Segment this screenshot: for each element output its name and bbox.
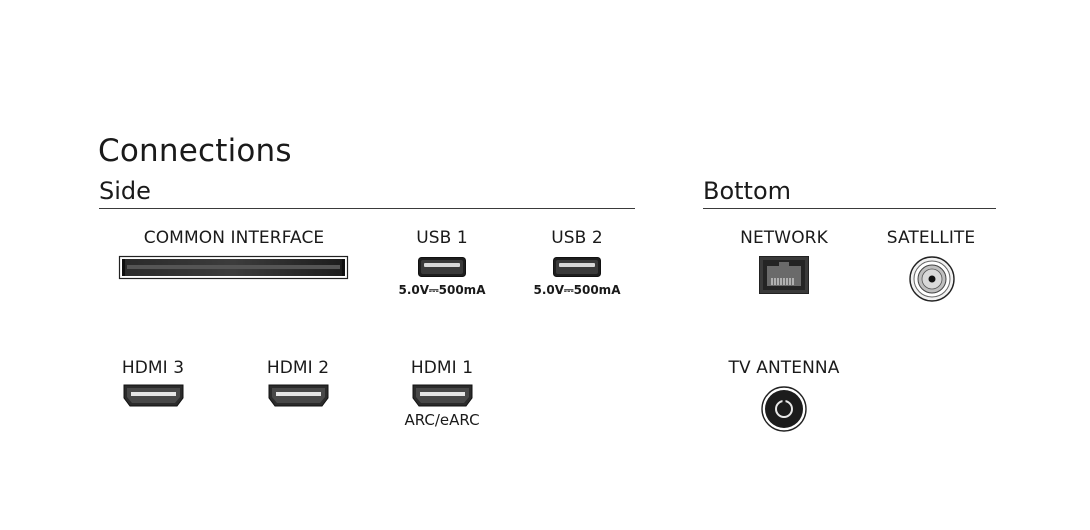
page-title: Connections [98,133,292,169]
hdmi1-arc-note: ARC/eARC [404,411,480,429]
common-interface-label: COMMON INTERFACE [143,228,325,248]
network-label: NETWORK [740,228,828,248]
usb1-rating: 5.0V⎓500mA [398,283,486,297]
section-bottom-divider [703,208,996,209]
hdmi-port-icon [268,384,329,407]
f-connector-icon [909,256,955,302]
ci-slot-icon [118,255,349,280]
tv-antenna-label: TV ANTENNA [728,358,840,378]
hdmi2-label: HDMI 2 [266,358,330,378]
hdmi-port-icon [412,384,473,407]
usb1-label: USB 1 [416,228,468,248]
coax-antenna-icon [761,386,807,432]
ethernet-port-icon [759,256,809,294]
section-side-divider [99,208,635,209]
hdmi1-label: HDMI 1 [410,358,474,378]
usb2-label: USB 2 [551,228,603,248]
usb-port-icon [418,257,466,277]
usb2-rating: 5.0V⎓500mA [533,283,621,297]
hdmi-port-icon [123,384,184,407]
usb-port-icon [553,257,601,277]
hdmi3-label: HDMI 3 [121,358,185,378]
section-bottom-heading: Bottom [703,177,792,205]
satellite-label: SATELLITE [886,228,976,248]
section-side-heading: Side [99,177,151,205]
